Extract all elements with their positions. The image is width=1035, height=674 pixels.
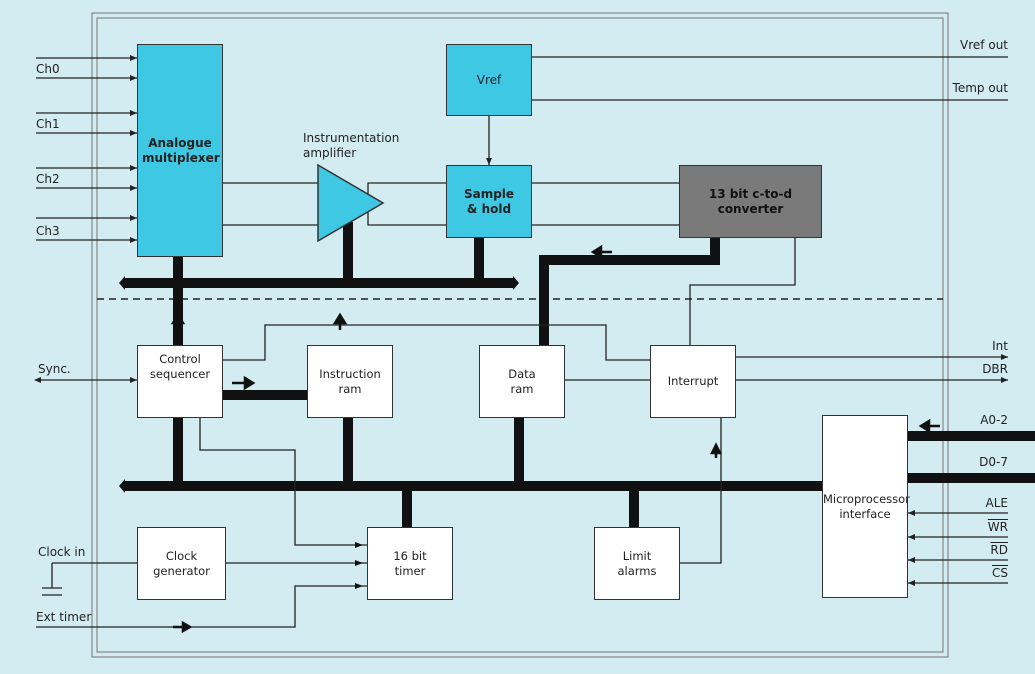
- interrupt-block: Interrupt: [650, 345, 736, 418]
- dbr-label: DBR: [982, 362, 1008, 376]
- cs-label: CS: [992, 566, 1008, 580]
- microprocessor-interface-label: Microprocessor interface: [823, 491, 910, 521]
- rd-label: RD: [990, 543, 1008, 557]
- chip-outline: [91, 12, 949, 658]
- vref-out-label: Vref out: [960, 38, 1008, 52]
- adc-label: 13 bit c-to-d converter: [708, 186, 793, 216]
- limit-alarms-block: Limit alarms: [594, 527, 680, 600]
- control-sequencer-label: Control sequencer: [149, 352, 211, 381]
- address-bus-label: A0-2: [980, 413, 1008, 427]
- control-sequencer-block: Control sequencer: [137, 345, 223, 418]
- temp-out-label: Temp out: [952, 81, 1008, 95]
- ch0-label: Ch0: [36, 62, 60, 76]
- sample-hold-label: Sample & hold: [463, 186, 515, 216]
- ch2-label: Ch2: [36, 172, 60, 186]
- instrumentation-amplifier-label: Instrumentation amplifier: [303, 131, 400, 160]
- ch3-label: Ch3: [36, 224, 60, 238]
- sync-label: Sync.: [38, 362, 71, 376]
- vref-label: Vref: [476, 72, 502, 87]
- ch1-label: Ch1: [36, 117, 60, 131]
- analogue-signal-lines: [222, 56, 1008, 345]
- adc-block: 13 bit c-to-d converter: [679, 165, 822, 238]
- interrupt-label: Interrupt: [667, 374, 719, 388]
- timer-block: 16 bit timer: [367, 527, 453, 600]
- sample-hold-block: Sample & hold: [446, 165, 532, 238]
- analogue-multiplexer-block: Analogue multiplexer: [137, 44, 223, 257]
- timer-label: 16 bit timer: [393, 548, 427, 578]
- instruction-ram-label: Instruction ram: [319, 366, 381, 396]
- internal-buses: [125, 222, 1035, 527]
- clock-in-label: Clock in: [38, 545, 86, 559]
- digital-signal-lines: [34, 324, 1008, 628]
- ext-timer-label: Ext timer: [36, 610, 92, 624]
- channel-inputs: [36, 55, 137, 243]
- instrumentation-amplifier-symbol: [317, 163, 385, 243]
- microprocessor-interface-block: Microprocessor interface: [822, 415, 910, 598]
- analogue-multiplexer-label: Analogue multiplexer: [142, 135, 220, 165]
- direction-arrows: [170, 244, 940, 634]
- limit-alarms-label: Limit alarms: [617, 548, 657, 578]
- data-ram-block: Data ram: [479, 345, 565, 418]
- clock-generator-label: Clock generator: [153, 548, 210, 578]
- chip-outline-inner: [96, 17, 944, 653]
- wr-label: WR: [987, 520, 1008, 534]
- instruction-ram-block: Instruction ram: [307, 345, 393, 418]
- int-label: Int: [992, 339, 1008, 353]
- vref-block: Vref: [446, 44, 532, 116]
- ale-label: ALE: [985, 496, 1008, 510]
- clock-generator-block: Clock generator: [137, 527, 226, 600]
- data-bus-label: D0-7: [979, 455, 1008, 469]
- data-ram-label: Data ram: [508, 366, 536, 396]
